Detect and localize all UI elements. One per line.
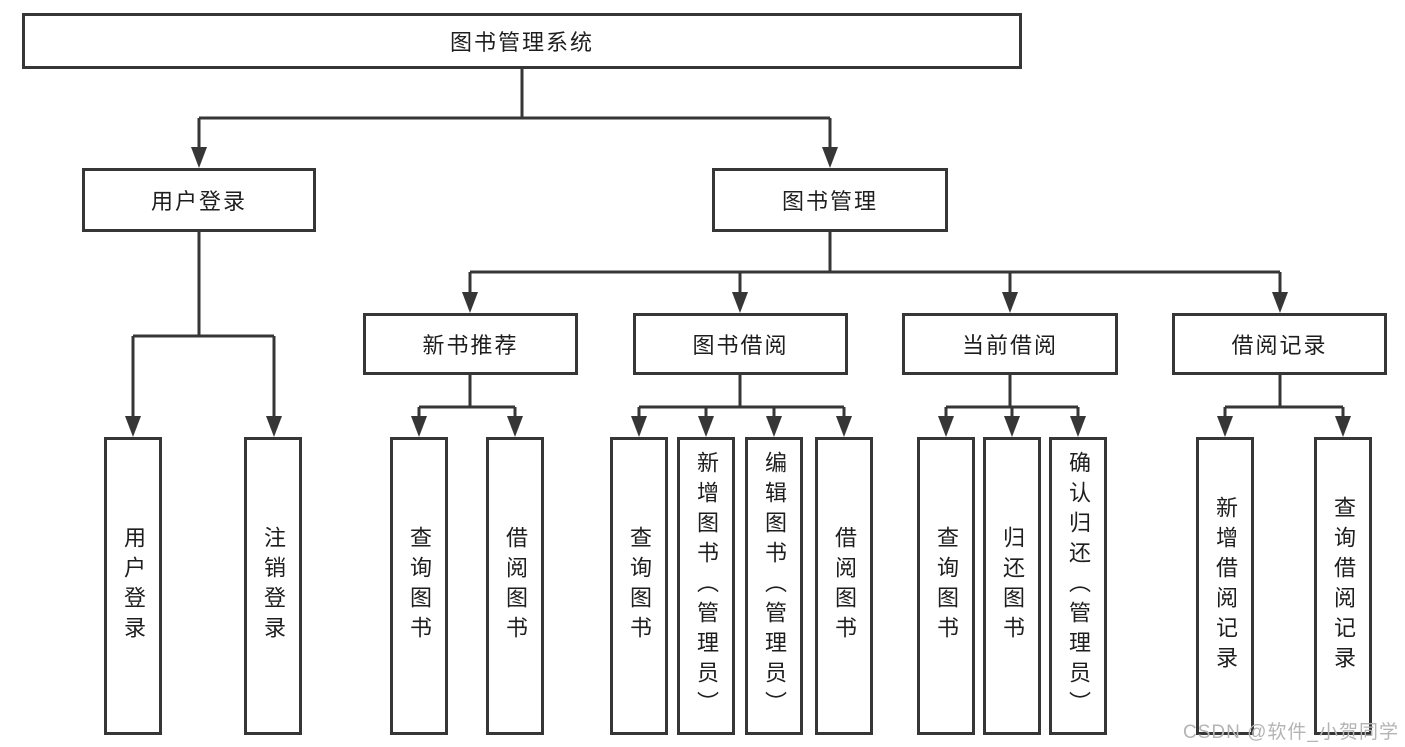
node-label: 查询借阅记录 — [1331, 496, 1356, 676]
node-borrowing-records: 借阅记录 — [1172, 313, 1387, 375]
leaf-query-books-recommend: 查询图书 — [390, 437, 448, 735]
node-label: 图书管理系统 — [449, 30, 594, 55]
leaf-add-books-admin: 新增图书（管理员） — [677, 437, 735, 735]
leaf-confirm-return-admin: 确认归还（管理员） — [1049, 437, 1107, 735]
node-label: 用户登录 — [121, 526, 146, 646]
node-current-borrowing: 当前借阅 — [902, 313, 1118, 375]
node-label: 借阅记录 — [1231, 333, 1328, 358]
node-label: 新增图书（管理员） — [694, 451, 719, 721]
leaf-user-login: 用户登录 — [104, 437, 162, 735]
node-label: 当前借阅 — [961, 333, 1058, 358]
leaf-edit-books-admin: 编辑图书（管理员） — [745, 437, 803, 735]
node-label: 图书借阅 — [692, 333, 789, 358]
node-label: 归还图书 — [1000, 526, 1025, 646]
node-label: 新增借阅记录 — [1213, 496, 1238, 676]
node-book-borrowing: 图书借阅 — [633, 313, 848, 375]
leaf-query-borrow-record: 查询借阅记录 — [1314, 437, 1372, 735]
node-label: 查询图书 — [934, 526, 959, 646]
leaf-query-books-borrowing: 查询图书 — [610, 437, 668, 735]
arrowheads — [125, 147, 1351, 437]
node-label: 注销登录 — [261, 526, 286, 646]
leaf-borrow-books: 借阅图书 — [815, 437, 873, 735]
node-label: 查询图书 — [407, 526, 432, 646]
node-label: 借阅图书 — [503, 526, 528, 646]
node-new-book-recommend: 新书推荐 — [363, 313, 578, 375]
leaf-borrow-books-recommend: 借阅图书 — [486, 437, 544, 735]
node-library-system: 图书管理系统 — [22, 13, 1022, 69]
leaf-query-books-current: 查询图书 — [917, 437, 975, 735]
csdn-watermark: CSDN @软件_小贺同学 — [1183, 722, 1399, 743]
node-label: 借阅图书 — [832, 526, 857, 646]
leaf-return-books: 归还图书 — [983, 437, 1041, 735]
leaf-add-borrow-record: 新增借阅记录 — [1196, 437, 1254, 735]
node-label: 用户登录 — [150, 189, 247, 214]
node-label: 新书推荐 — [422, 333, 519, 358]
node-label: 确认归还（管理员） — [1066, 451, 1091, 721]
node-label: 查询图书 — [627, 526, 652, 646]
node-label: 编辑图书（管理员） — [762, 451, 787, 721]
node-book-management: 图书管理 — [712, 168, 948, 232]
node-label: 图书管理 — [781, 189, 878, 214]
node-user-login-branch: 用户登录 — [82, 168, 316, 232]
leaf-logout: 注销登录 — [244, 437, 302, 735]
